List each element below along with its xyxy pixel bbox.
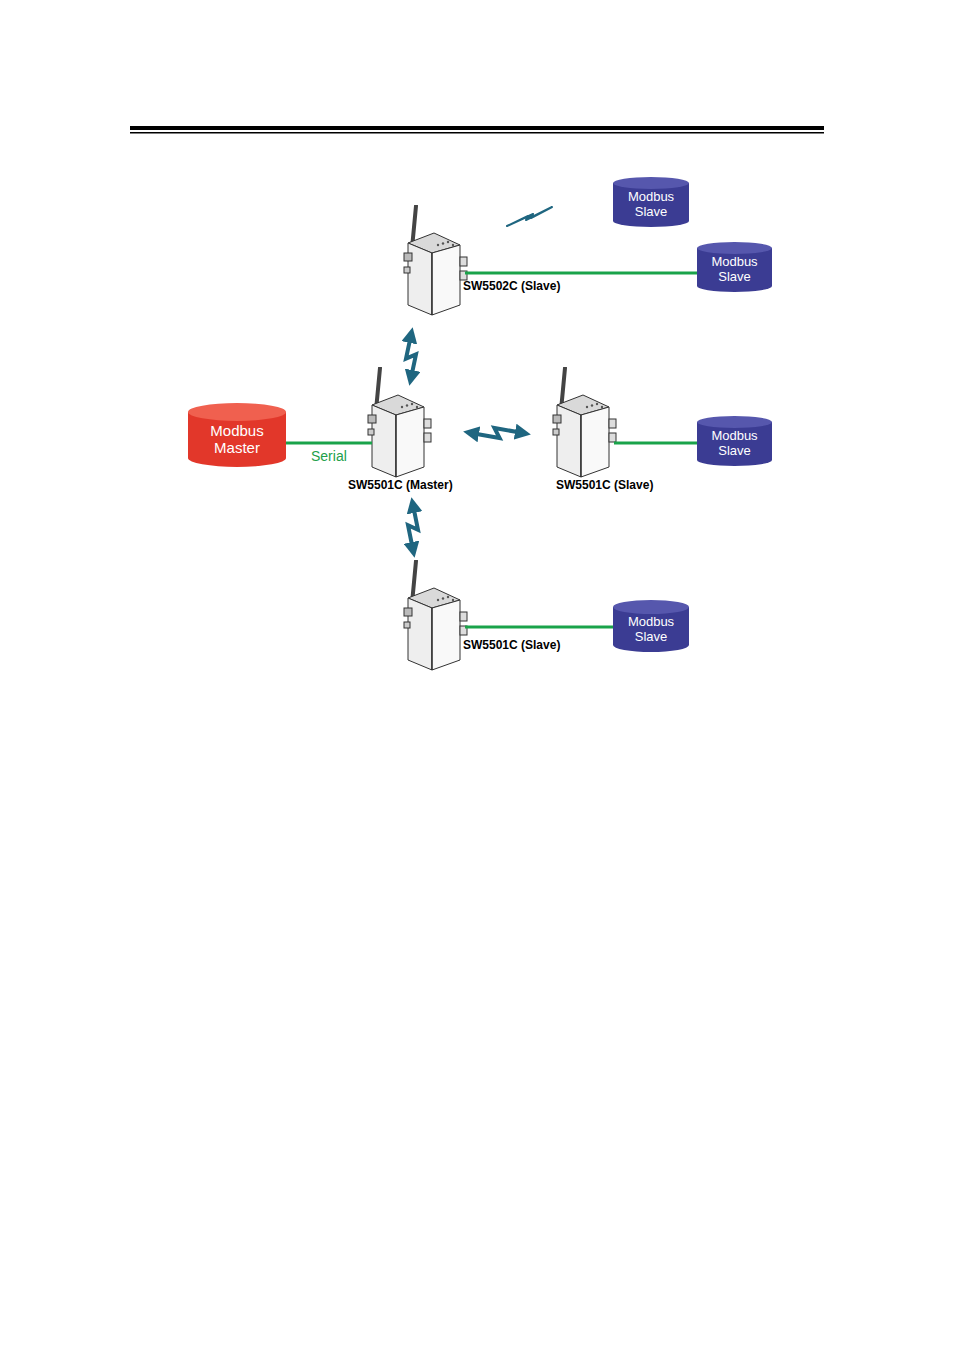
node-text: Modbus Slave [697, 255, 772, 284]
cylinder-body [613, 183, 689, 227]
header-rule-thin [130, 132, 824, 134]
device-label: SW5501C (Slave) [463, 638, 560, 652]
serial-wire [465, 272, 697, 275]
cylinder-node: Modbus Slave [697, 242, 772, 292]
wireless-link [408, 505, 418, 550]
cylinder-node: Modbus Slave [697, 416, 772, 466]
wireless-bolt [507, 207, 552, 226]
node-text: Modbus Slave [697, 429, 772, 458]
header-rule [130, 126, 824, 130]
node-text: Modbus Master [188, 423, 286, 457]
edge-label: Serial [309, 448, 349, 464]
cylinder-top [613, 600, 689, 614]
cylinder-body [697, 248, 772, 292]
node-text: Modbus Slave [613, 615, 689, 644]
cylinder-top [613, 177, 689, 189]
cylinder-body [697, 422, 772, 466]
cylinder-top [697, 242, 772, 254]
device-label: SW5501C (Slave) [556, 478, 653, 492]
serial-wire [286, 442, 372, 445]
device-node: SW5501C (Slave) [557, 395, 614, 477]
cylinder-top [697, 416, 772, 428]
cylinder-node: Modbus Slave [613, 600, 689, 652]
device-node: SW5501C (Slave) [408, 588, 465, 670]
cylinder-top [188, 403, 286, 421]
device-illustration [404, 206, 467, 315]
cylinder-node: Modbus Master [188, 403, 286, 467]
device-label: SW5501C (Master) [348, 478, 453, 492]
device-node: SW5502C (Slave) [408, 233, 465, 315]
serial-wire [614, 442, 697, 445]
serial-wire [465, 626, 613, 629]
device-illustration [404, 561, 467, 670]
wireless-link [471, 428, 523, 438]
node-text: Modbus Slave [613, 190, 689, 219]
device-node: SW5501C (Master) [372, 395, 429, 477]
device-illustration [553, 368, 616, 477]
device-illustration [368, 368, 431, 477]
wireless-link [406, 335, 416, 378]
cylinder-node: Modbus Slave [613, 177, 689, 227]
device-label: SW5502C (Slave) [463, 279, 560, 293]
